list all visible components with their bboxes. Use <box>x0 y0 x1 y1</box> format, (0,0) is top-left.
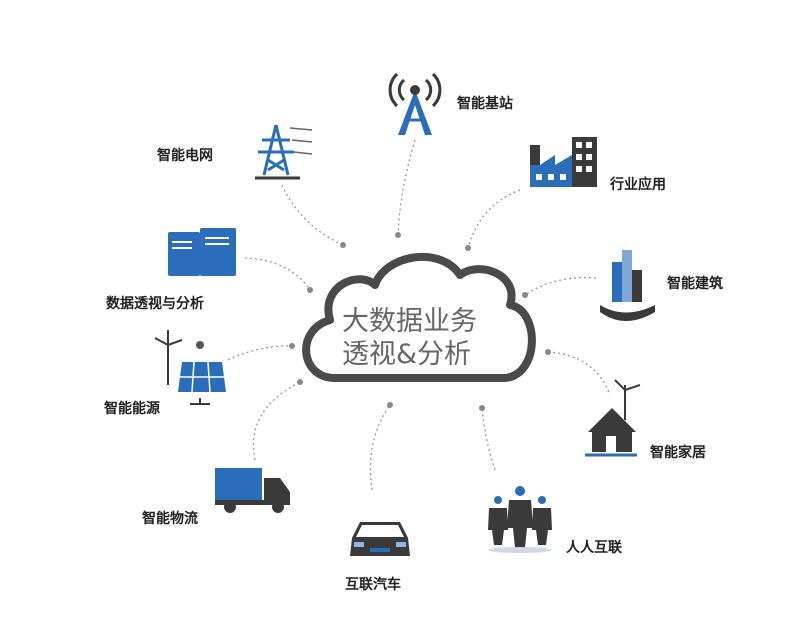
cloud-shape <box>302 252 536 382</box>
center-title-line1: 大数据业务 <box>342 306 477 337</box>
node-label: 智能建筑 <box>666 275 723 292</box>
node-label: 智能电网 <box>156 147 213 164</box>
node-label: 智能基站 <box>456 95 513 112</box>
node-energy: 智能能源 <box>103 330 226 417</box>
node-label: 行业应用 <box>609 176 666 193</box>
node-industry: 行业应用 <box>530 137 666 193</box>
truck-icon <box>215 468 290 513</box>
node-car: 互联汽车 <box>345 522 410 593</box>
connectors <box>227 139 611 491</box>
solar-wind-icon <box>154 330 226 405</box>
node-data-analysis: 数据透视与分析 <box>106 228 236 312</box>
node-power-grid: 智能电网 <box>156 124 313 180</box>
node-base-station: 智能基站 <box>388 72 513 135</box>
factory-icon <box>530 137 597 187</box>
power-pylon-icon <box>255 124 313 180</box>
node-label: 智能家居 <box>649 444 706 461</box>
people-icon <box>488 486 552 553</box>
node-building: 智能建筑 <box>600 250 723 321</box>
car-icon <box>350 522 410 556</box>
center-cloud: 大数据业务 透视&分析 <box>302 252 536 382</box>
node-label: 互联汽车 <box>345 576 401 593</box>
node-home: 智能家居 <box>585 379 706 461</box>
server-icon <box>168 228 236 276</box>
smart-home-icon <box>585 379 641 457</box>
node-label: 人人互联 <box>566 539 623 556</box>
building-hand-icon <box>600 250 655 321</box>
radio-tower-icon <box>388 72 442 135</box>
center-title-line2: 透视&分析 <box>342 339 471 370</box>
node-label: 智能物流 <box>141 510 198 527</box>
node-label: 数据透视与分析 <box>106 295 204 312</box>
node-label: 智能能源 <box>103 400 160 417</box>
node-logistics: 智能物流 <box>141 468 290 527</box>
node-people: 人人互联 <box>488 486 623 556</box>
